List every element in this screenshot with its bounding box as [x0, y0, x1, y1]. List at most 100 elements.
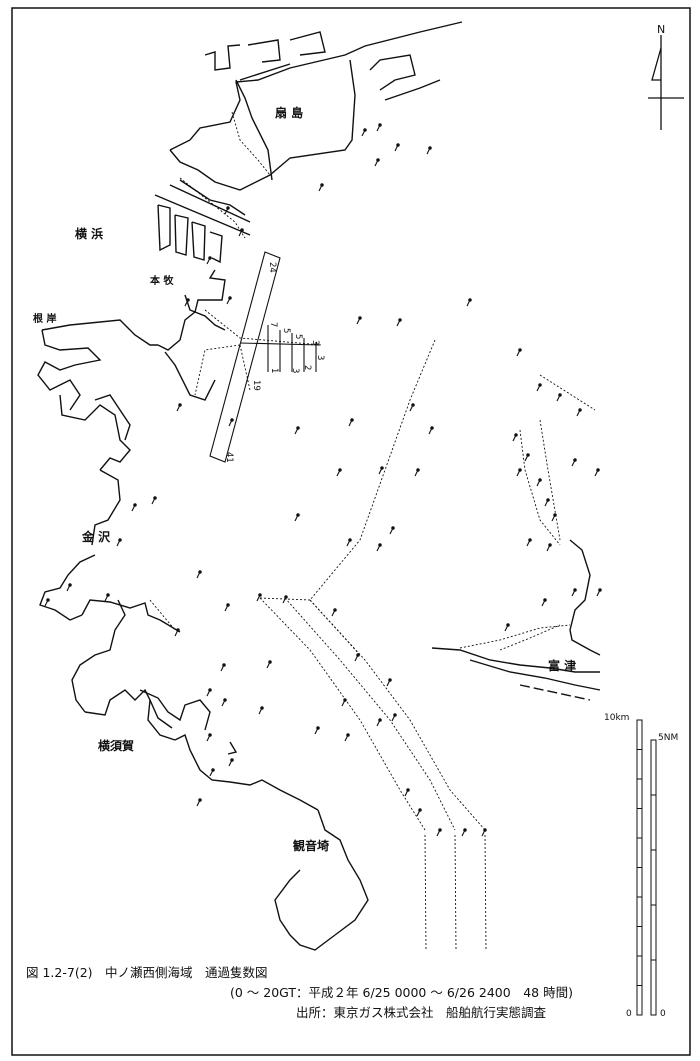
vessel-dot	[230, 758, 234, 762]
caption-source: 出所：東京ガス株式会社 船舶航行実態調査	[296, 1005, 547, 1020]
vessel-dot	[258, 593, 262, 597]
vessel-dot	[538, 478, 542, 482]
vessel-dot	[506, 623, 510, 627]
count-g: 2	[302, 365, 312, 370]
figure-caption: 図 1.2-7(2) 中ノ瀬西側海域 通過隻数図 (0 ～ 20GT：平成２年 …	[26, 963, 573, 1023]
vessel-dot	[198, 570, 202, 574]
vessel-dot	[376, 158, 380, 162]
label-kanazawa: 金 沢	[82, 530, 111, 544]
vessel-dot	[468, 298, 472, 302]
vessel-dot	[284, 595, 288, 599]
vessel-dot	[343, 698, 347, 702]
count-labels: 24 7 5 5 3 1 3 2 3 19 41	[224, 262, 325, 463]
vessel-dot	[133, 503, 137, 507]
count-f: 3	[290, 368, 300, 373]
vessel-dot	[106, 593, 110, 597]
vessel-dot	[518, 468, 522, 472]
count-honmoku-line: 24	[267, 262, 277, 273]
vessel-dot	[391, 526, 395, 530]
vessel-dot	[548, 543, 552, 547]
vessel-dot	[526, 453, 530, 457]
vessel-dot	[338, 468, 342, 472]
vessel-dot	[573, 588, 577, 592]
vessel-dot	[208, 688, 212, 692]
vessel-dot	[578, 408, 582, 412]
vessel-dot	[178, 403, 182, 407]
vessel-dot	[260, 706, 264, 710]
vessel-dot	[222, 663, 226, 667]
vessel-dot	[596, 468, 600, 472]
count-j: 41	[224, 452, 234, 463]
vessel-dot	[333, 608, 337, 612]
vessel-dot	[176, 628, 180, 632]
vessel-dot	[240, 228, 244, 232]
vessel-dot	[398, 318, 402, 322]
vessel-dot	[348, 538, 352, 542]
vessel-dot	[558, 393, 562, 397]
vessel-dot	[438, 828, 442, 832]
vessel-dot	[396, 143, 400, 147]
vessel-dot	[418, 808, 422, 812]
label-yokosuka: 横須賀	[98, 739, 135, 753]
vessel-dot	[320, 183, 324, 187]
vessel-dot	[363, 128, 367, 132]
scale-bars	[636, 719, 657, 1016]
coastline-yokosuka	[139, 689, 369, 951]
count-i: 19	[251, 380, 261, 391]
vessel-dot	[230, 418, 234, 422]
vessel-dot	[268, 660, 272, 664]
vessel-dot	[358, 316, 362, 320]
vessel-dot	[514, 433, 518, 437]
label-ougishima: 扇 島	[275, 106, 304, 120]
vessel-dot	[356, 653, 360, 657]
vessel-dot	[543, 598, 547, 602]
vessel-dot	[378, 123, 382, 127]
vessel-dot	[296, 513, 300, 517]
vessel-dot	[598, 588, 602, 592]
vessel-dot	[211, 768, 215, 772]
scale-km-label: 10km	[604, 713, 630, 723]
vessel-dot	[528, 538, 532, 542]
label-kannonzaki: 観音埼	[293, 839, 330, 853]
vessel-dot	[573, 458, 577, 462]
scale-zero-km: 0	[626, 1009, 632, 1019]
vessel-dot	[416, 468, 420, 472]
vessel-dot	[350, 418, 354, 422]
scale-zero-nm: 0	[660, 1009, 666, 1019]
vessel-dot	[346, 733, 350, 737]
count-b: 5	[281, 328, 291, 333]
vessel-dot	[198, 798, 202, 802]
coastline-futtsu	[431, 539, 601, 701]
vessel-dot	[380, 466, 384, 470]
vessel-dot	[378, 543, 382, 547]
vessel-dot	[430, 426, 434, 430]
vessel-dot	[296, 426, 300, 430]
label-yokohama: 横 浜	[75, 227, 104, 241]
caption-period: (0 ～ 20GT：平成２年 6/25 0000 ～ 6/26 2400 48 …	[230, 985, 573, 1000]
vessel-dot	[553, 513, 557, 517]
vessel-dot	[226, 206, 230, 210]
vessel-dot	[463, 828, 467, 832]
vessel-dot	[428, 146, 432, 150]
vessel-dot	[208, 733, 212, 737]
count-d: 3	[310, 340, 320, 345]
count-a: 7	[268, 322, 278, 327]
vessel-dot	[388, 678, 392, 682]
vessel-dot	[208, 256, 212, 260]
vessel-dot	[378, 718, 382, 722]
label-honmoku: 本 牧	[150, 276, 174, 287]
scale-nm-label: 5NM	[658, 733, 679, 743]
traffic-routes	[149, 111, 596, 951]
vessel-track-marks	[44, 123, 602, 837]
vessel-dot	[406, 788, 410, 792]
vessel-dot	[223, 698, 227, 702]
coastline-negishi	[37, 319, 181, 741]
vessel-dot	[393, 713, 397, 717]
map-frame	[11, 7, 691, 1056]
coastline-yokohama	[154, 21, 463, 401]
vessel-dot	[186, 298, 190, 302]
label-futtsu: 富 津	[548, 659, 577, 673]
vessel-dot	[226, 603, 230, 607]
